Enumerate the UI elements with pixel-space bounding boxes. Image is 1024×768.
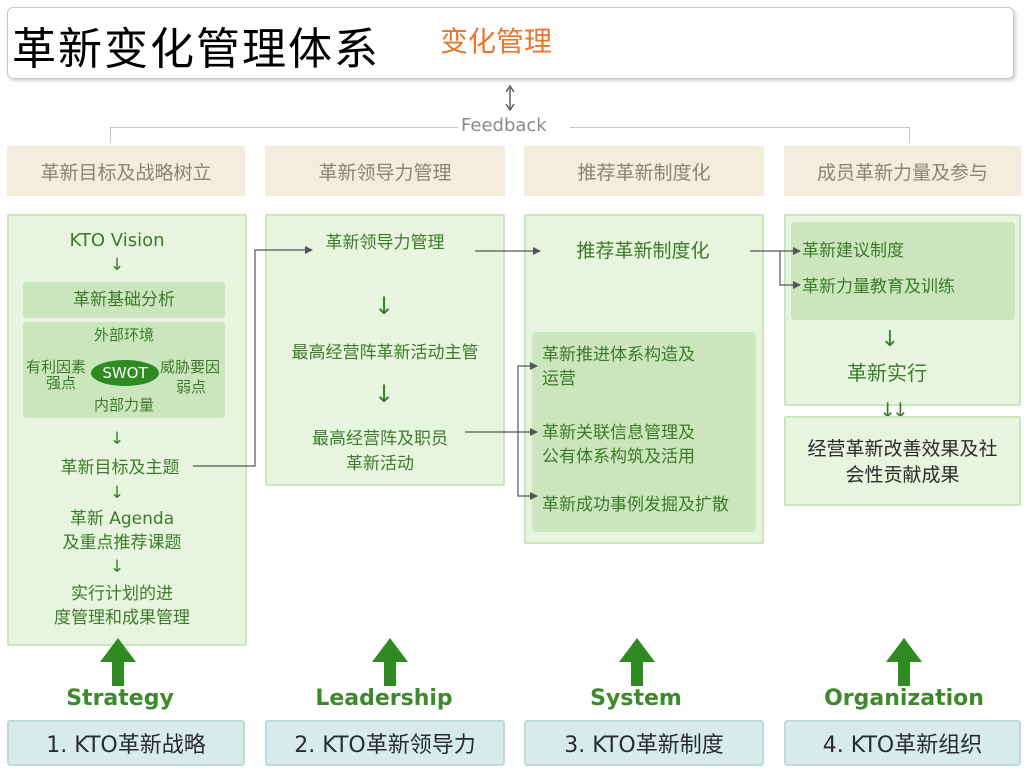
- agenda-line2: 及重点推荐课题: [62, 533, 182, 553]
- plan-line2: 度管理和成果管理: [54, 608, 190, 628]
- panel-organization-result: [784, 416, 1021, 506]
- external-label: 外部环境: [93, 326, 154, 344]
- system-sub3: 革新成功事例发掘及扩散: [542, 495, 729, 515]
- panel-leadership: [265, 214, 505, 486]
- opportunity-label: 有利因素: [26, 358, 87, 376]
- heading-system: 推荐革新制度化: [524, 146, 764, 196]
- up-arrow-leadership: [372, 638, 408, 686]
- organization-sub2: 革新力量教育及训练: [802, 277, 955, 297]
- system-sub2-line2: 公有体系构筑及活用: [542, 447, 695, 467]
- feedback-label: Feedback: [458, 114, 550, 138]
- leadership-bottom-line2: 革新活动: [346, 454, 414, 474]
- arrow-down-5: ↓: [373, 292, 395, 320]
- arrow-down-7: ↓: [880, 327, 900, 352]
- organization-sub1: 革新建议制度: [802, 241, 904, 261]
- footer-leadership: 2. KTO革新领导力: [265, 720, 505, 766]
- weakness-label: 弱点: [176, 378, 207, 396]
- footer-system: 3. KTO革新制度: [524, 720, 764, 766]
- feedback-tick-right: [909, 127, 910, 143]
- connector-bracket-sub3: [517, 432, 538, 500]
- heading-strategy: 革新目标及战略树立: [7, 146, 245, 196]
- kto-vision: KTO Vision: [69, 230, 165, 251]
- system-sub2-line1: 革新关联信息管理及: [542, 423, 695, 443]
- pillar-strategy: Strategy: [66, 686, 174, 711]
- feedback-arrow: [505, 84, 515, 112]
- organization-result-line2: 会性贡献成果: [845, 464, 960, 486]
- threat-label: 威胁要因: [160, 358, 221, 376]
- system-inner-box: [532, 332, 756, 532]
- agenda-line1: 革新 Agenda: [69, 509, 175, 529]
- feedback-line-right: [570, 127, 910, 128]
- leadership-bottom-line1: 最高经营阵及职员: [312, 429, 448, 449]
- organization-result-line1: 经营革新改善效果及社: [807, 438, 998, 460]
- arrow-down-1: ↓: [109, 255, 125, 275]
- arrow-down-6: ↓: [373, 380, 395, 408]
- system-sub1-line1: 革新推进体系构造及: [542, 345, 695, 365]
- feedback-line-left: [110, 127, 460, 128]
- up-arrow-organization: [886, 638, 922, 686]
- pillar-organization: Organization: [824, 686, 984, 711]
- basis-label: 革新基础分析: [73, 290, 175, 310]
- title-bar: [7, 7, 1014, 79]
- arrow-down-4: ↓: [109, 557, 125, 577]
- feedback-tick-left: [110, 127, 111, 143]
- footer-strategy: 1. KTO革新战略: [7, 720, 245, 766]
- system-sub1-line2: 运营: [542, 369, 576, 389]
- basis-box: [23, 282, 225, 318]
- connector-goal-to-leadership: [193, 246, 313, 467]
- plan-line1: 实行计划的进: [71, 584, 173, 604]
- leadership-middle: 最高经营阵革新活动主管: [291, 343, 479, 363]
- connector-bracket-sub1: [517, 362, 538, 432]
- up-arrow-strategy: [100, 638, 136, 686]
- page-title: 革新变化管理体系: [12, 24, 380, 75]
- arrow-down-3: ↓: [109, 483, 125, 503]
- leadership-top: 革新领导力管理: [325, 233, 445, 253]
- heading-organization: 成员革新力量及参与: [784, 146, 1021, 196]
- heading-leadership: 革新领导力管理: [265, 146, 505, 196]
- goal-label: 革新目标及主题: [60, 458, 180, 478]
- arrow-down-2: ↓: [109, 429, 125, 449]
- swot-badge: SWOT: [91, 360, 159, 386]
- organization-inner-box: [791, 222, 1015, 320]
- footer-organization: 4. KTO革新组织: [784, 720, 1021, 766]
- system-top: 推荐革新制度化: [576, 240, 710, 262]
- page-subtitle: 变化管理: [440, 25, 553, 58]
- pillar-system: System: [590, 686, 682, 711]
- internal-label: 内部力量: [93, 396, 154, 414]
- connector-system-to-org-2: [779, 251, 801, 289]
- strength-label: 强点: [46, 374, 77, 392]
- up-arrow-system: [619, 638, 655, 686]
- organization-execute: 革新实行: [847, 361, 927, 385]
- pillar-leadership: Leadership: [315, 686, 453, 711]
